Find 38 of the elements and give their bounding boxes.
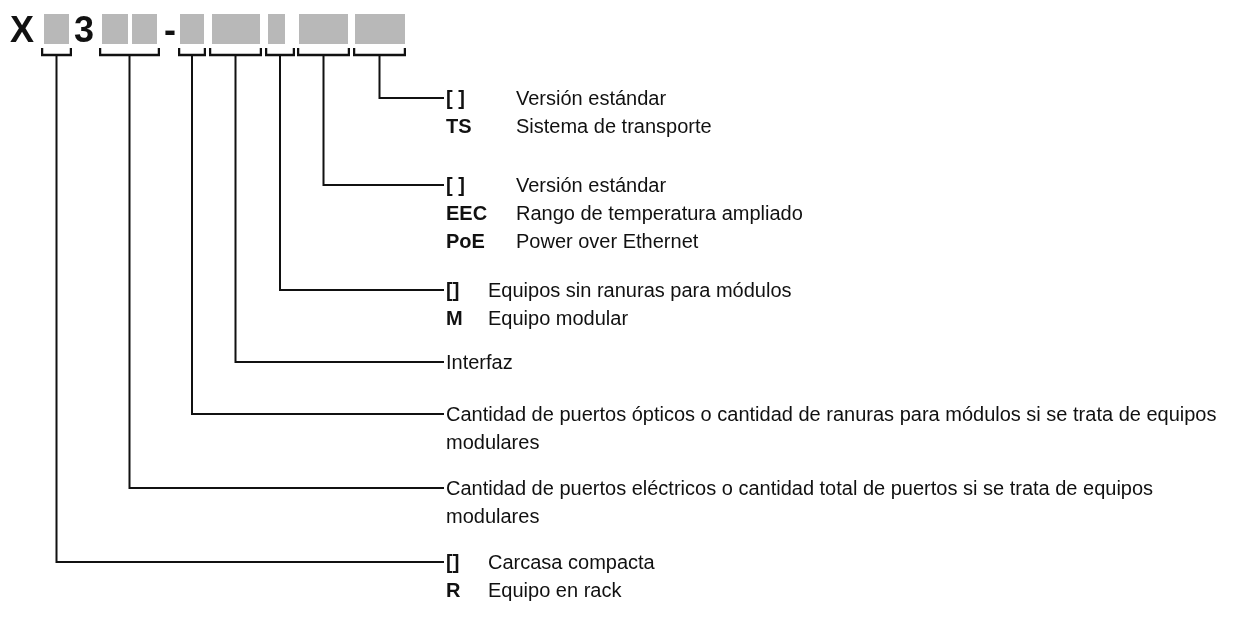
code-field (178, 14, 206, 58)
field-description: Cantidad de puertos eléctricos o cantidad total de puertos si se trata de equipos modulares (446, 474, 1246, 530)
option-code: [] (446, 278, 461, 303)
option-description: Rango de temperatura ampliado (516, 201, 803, 226)
option-code: R (446, 578, 462, 603)
option-description: Equipos sin ranuras para módulos (488, 278, 792, 303)
code-character: X (10, 12, 34, 48)
leader-line (191, 55, 445, 415)
option-description: Power over Ethernet (516, 229, 700, 254)
option-description: Equipo modular (488, 306, 630, 331)
leader-line (128, 55, 445, 489)
code-field (209, 14, 262, 58)
option-code: EEC (446, 201, 489, 226)
option-code: M (446, 306, 464, 331)
option-code: TS (446, 114, 473, 139)
leader-line (279, 55, 445, 291)
leader-line (234, 55, 445, 363)
option-description: Versión estándar (516, 173, 668, 198)
option-code: [ ] (446, 173, 466, 198)
option-code: PoE (446, 229, 486, 254)
field-description: Cantidad de puertos ópticos o cantidad de ranuras para módulos si se trata de equipos modulares (446, 400, 1246, 456)
option-description: Versión estándar (516, 86, 668, 111)
code-field (265, 14, 295, 58)
code-character: 3 (74, 12, 95, 48)
code-field (297, 14, 350, 58)
field-description: Interfaz (446, 348, 513, 376)
code-field (353, 14, 406, 58)
option-code: [ ] (446, 86, 466, 111)
option-description: Sistema de transporte (516, 114, 712, 139)
leader-line (378, 55, 445, 99)
option-description: Carcasa compacta (488, 550, 655, 575)
option-description: Equipo en rack (488, 578, 623, 603)
leader-line (55, 55, 445, 563)
code-character: - (164, 12, 176, 48)
option-code: [] (446, 550, 461, 575)
leader-line (322, 55, 445, 186)
code-field (41, 14, 72, 58)
code-field (99, 14, 160, 58)
